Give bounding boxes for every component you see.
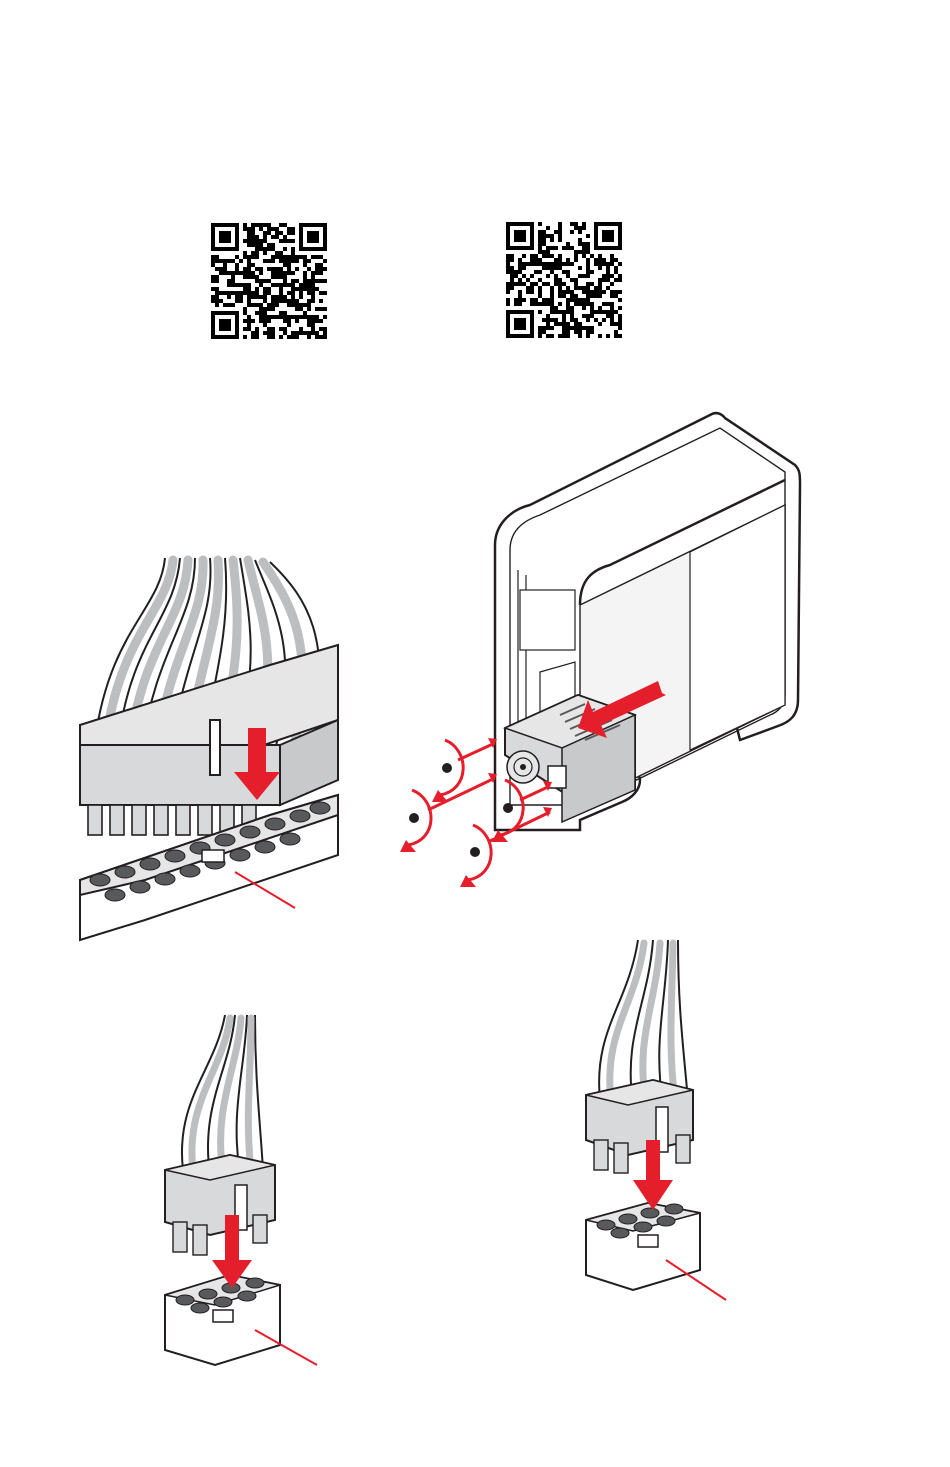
qr-code-right[interactable] [506, 222, 622, 338]
pcie-8pin-connector-illustration [578, 935, 748, 1315]
atx-24pin-connector-illustration [70, 550, 350, 960]
cpu-8pin-connector-illustration [155, 1010, 325, 1380]
qr-code-icon [506, 222, 622, 338]
psu-installation-illustration [400, 410, 800, 890]
qr-code-icon [211, 223, 327, 339]
qr-code-left[interactable] [211, 223, 327, 339]
